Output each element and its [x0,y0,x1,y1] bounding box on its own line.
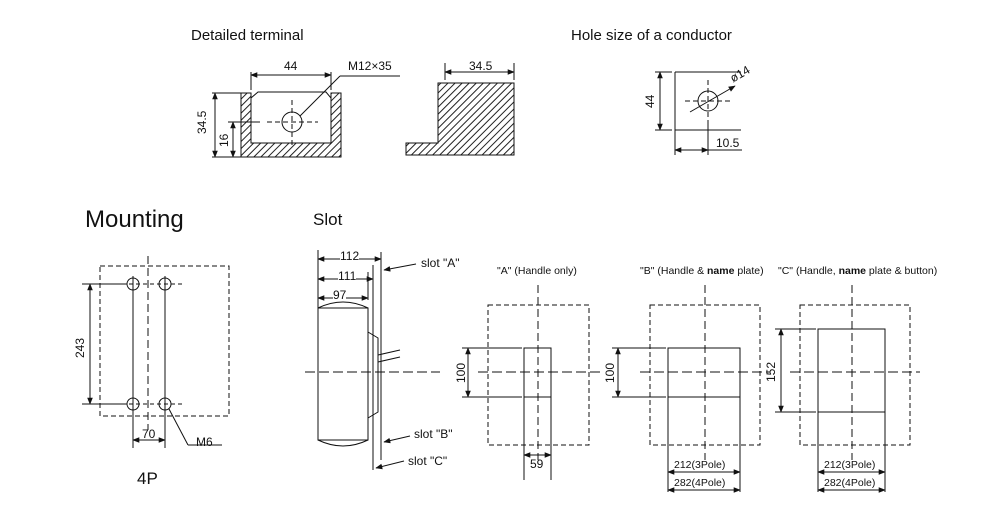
slot-c-title: "C" (Handle, name plate & button) [778,265,938,277]
slot-a-height-dim: 100 [454,362,468,383]
slot-b-label: slot "B" [414,427,453,441]
terminal-bolt-label: M12×35 [348,59,392,73]
terminal-hole-height-dim: 16 [217,133,231,147]
conductor-offset-dim: 10.5 [716,136,740,150]
mounting-height-dim: 243 [73,337,87,358]
slot-a-label: slot "A" [421,256,460,270]
mounting-view [82,256,230,448]
slot-b-height-dim: 100 [603,362,617,383]
slot-b-4pole-dim: 282(4Pole) [674,477,726,489]
terminal-side-view [405,63,515,156]
mounting-title: Mounting [85,206,184,233]
slot-c-3pole-dim: 212(3Pole) [824,459,876,471]
terminal-width-dim: 44 [284,59,298,73]
slot-dim-111: 111 [338,269,357,283]
slot-dim-112: 112 [340,249,360,263]
slot-b-title: "B" (Handle & name plate) [640,265,764,277]
terminal-side-dim: 34.5 [469,59,493,73]
conductor-hole-view [655,71,742,155]
slot-a-view [462,285,600,480]
slot-b-view [612,285,770,493]
slot-c-label: slot "C" [408,454,448,468]
mounting-poles-label: 4P [137,469,158,488]
slot-c-view [775,285,920,493]
mounting-screw-label: M6 [196,435,213,449]
mounting-spacing-dim: 70 [142,427,156,441]
terminal-front-view [212,72,400,158]
slot-b-3pole-dim: 212(3Pole) [674,459,726,471]
slot-c-height-dim: 152 [764,361,778,382]
hole-size-title: Hole size of a conductor [571,27,732,44]
slot-side-view [305,250,440,470]
slot-dim-97: 97 [333,288,347,302]
slot-a-width-dim: 59 [530,457,544,471]
terminal-height-dim: 34.5 [195,110,209,134]
detailed-terminal-title: Detailed terminal [191,27,304,44]
conductor-height-dim: 44 [643,94,657,108]
slot-c-4pole-dim: 282(4Pole) [824,477,876,489]
slot-a-title: "A" (Handle only) [497,265,577,277]
slot-title: Slot [313,210,343,229]
